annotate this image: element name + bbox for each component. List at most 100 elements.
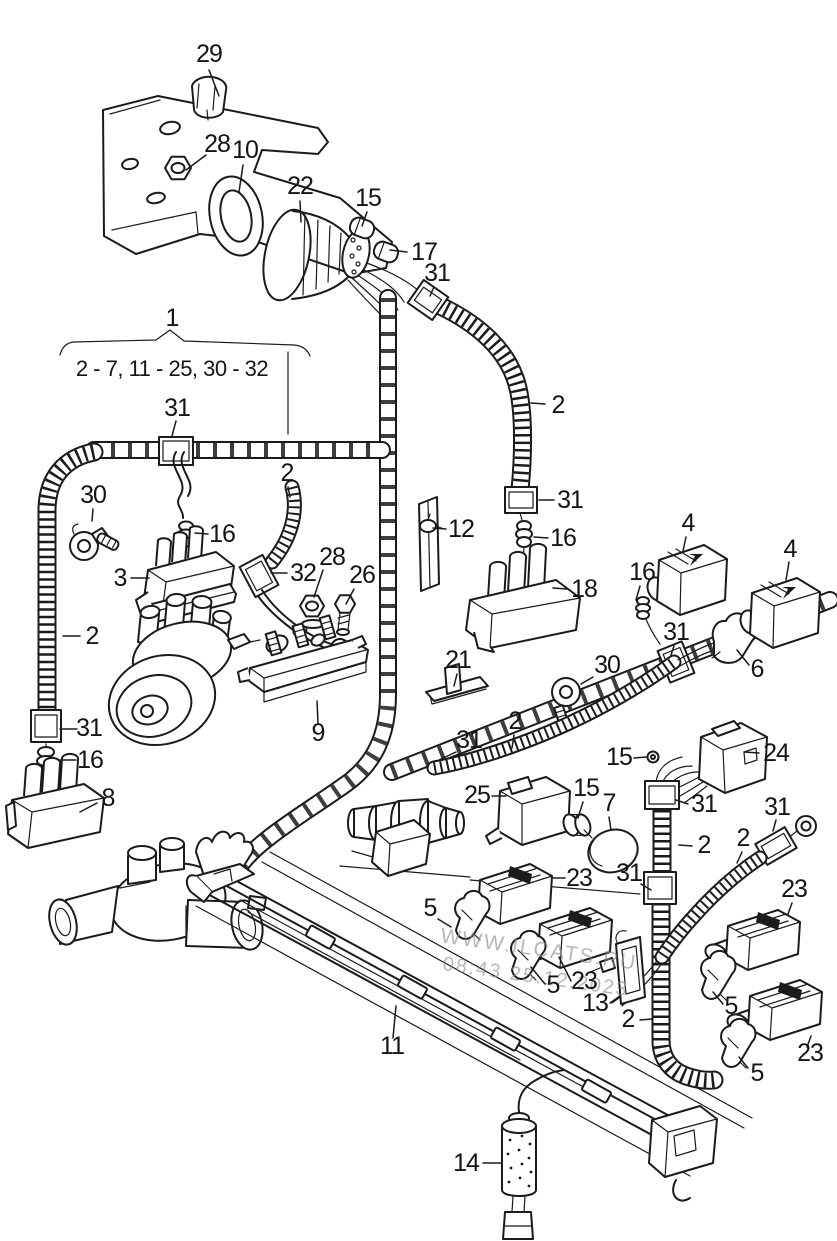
bolt-17 <box>372 240 400 264</box>
harness-trunk <box>85 289 397 881</box>
clip-29 <box>191 75 228 121</box>
callout-31: 31 <box>691 790 717 818</box>
leader-line <box>79 802 98 813</box>
cable-channel-11 <box>185 851 753 1202</box>
group-brace <box>59 329 311 435</box>
leader-line <box>736 851 743 864</box>
leader-line <box>675 799 689 805</box>
callout-14: 14 <box>453 1149 480 1177</box>
leader-line <box>682 536 687 552</box>
leader-line <box>313 569 324 598</box>
callout-30: 30 <box>80 481 106 509</box>
clip-5-b <box>510 930 547 981</box>
callout-16: 16 <box>209 520 235 548</box>
callout-16: 16 <box>77 746 103 774</box>
leader-line <box>530 402 546 405</box>
clip-5-d <box>720 1018 757 1069</box>
callout-12: 12 <box>448 515 474 543</box>
callout-31: 31 <box>764 793 790 821</box>
callout-2: 2 <box>552 391 565 419</box>
callout-30: 30 <box>594 651 620 679</box>
corrugated-lead-18 <box>406 278 538 561</box>
leader-line <box>633 756 648 759</box>
callout-25: 25 <box>464 781 490 809</box>
callout-23: 23 <box>571 967 597 995</box>
callout-2: 2 <box>737 824 750 852</box>
callout-5: 5 <box>424 894 437 922</box>
callout-13: 13 <box>582 989 608 1017</box>
leader-line <box>511 734 515 749</box>
leader-line <box>736 649 750 666</box>
leader-line <box>453 673 458 687</box>
connector-4a <box>646 544 728 616</box>
callout-21: 21 <box>445 646 471 674</box>
callout-11: 11 <box>380 1032 404 1060</box>
capacitor-14 <box>501 1069 565 1240</box>
callout-8: 8 <box>102 784 115 812</box>
leader-line <box>185 154 207 171</box>
mounting-bracket <box>102 95 393 275</box>
leader-line <box>640 883 652 891</box>
leader-line <box>772 819 777 832</box>
sensor-25-assembly <box>339 776 641 895</box>
leader-line <box>436 751 457 762</box>
leader-line <box>299 200 302 223</box>
leader-line <box>345 588 355 605</box>
leader-line <box>389 249 408 253</box>
leader-line <box>194 532 209 535</box>
leader-line <box>437 918 452 928</box>
leader-line <box>639 1018 653 1021</box>
leader-line <box>577 801 584 819</box>
vertical-corrugated-tube <box>643 756 724 1090</box>
callout-23: 23 <box>566 864 592 892</box>
callout-32: 32 <box>290 559 316 587</box>
callout-16: 16 <box>629 558 655 586</box>
leader-line <box>429 286 435 297</box>
callout-28: 28 <box>319 543 345 571</box>
leader-line <box>287 486 291 498</box>
callout-2: 2 <box>281 459 294 487</box>
grommet-boot-22 <box>262 208 423 321</box>
leader-line <box>609 995 621 1004</box>
callout-31: 31 <box>456 726 482 754</box>
callout-2: 2 <box>509 707 522 735</box>
leader-line <box>530 966 546 985</box>
ground-strap-assembly <box>237 479 369 703</box>
leader-line <box>558 956 572 982</box>
callout-24: 24 <box>763 739 790 767</box>
group-callout-1: 1 <box>166 304 179 332</box>
callout-2: 2 <box>698 831 711 859</box>
callout-3: 3 <box>114 564 127 592</box>
thermostat-housing <box>48 830 267 951</box>
callout-31: 31 <box>557 486 583 514</box>
leader-line <box>552 587 568 590</box>
callout-22: 22 <box>287 172 313 200</box>
leader-line <box>608 816 612 831</box>
callout-31: 31 <box>424 259 450 287</box>
leader-line <box>91 508 94 522</box>
callout-2: 2 <box>86 622 99 650</box>
callout-31: 31 <box>663 618 689 646</box>
leader-line <box>635 585 641 601</box>
leader-line <box>580 676 594 685</box>
callout-29: 29 <box>196 40 222 68</box>
leader-line <box>432 527 447 530</box>
callout-7: 7 <box>603 789 616 817</box>
callout-18: 18 <box>571 575 597 603</box>
callout-4: 4 <box>682 509 696 537</box>
nut-28 <box>164 155 192 181</box>
leader-line <box>361 211 368 227</box>
leader-line <box>171 420 177 437</box>
callout-31: 31 <box>164 394 190 422</box>
leader-line <box>316 700 319 724</box>
leader-line <box>787 902 793 915</box>
clip-30-left <box>69 523 120 561</box>
callout-15: 15 <box>355 184 381 212</box>
callout-16: 16 <box>550 524 576 552</box>
callout-31: 31 <box>76 714 102 742</box>
connector-3 <box>135 525 237 623</box>
connector-8 <box>5 752 105 849</box>
callout-23: 23 <box>797 1039 823 1067</box>
